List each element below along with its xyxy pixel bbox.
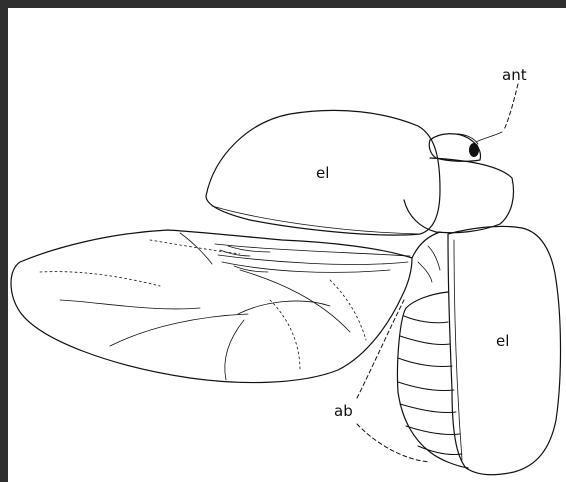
wing-veins <box>40 233 410 380</box>
ab-leader-1 <box>357 300 404 398</box>
label-el-bottom: el <box>496 332 509 350</box>
mesothorax <box>412 232 440 258</box>
thorax <box>404 158 514 233</box>
label-ant: ant <box>502 66 527 84</box>
label-el-top: el <box>316 164 329 182</box>
eye <box>469 143 479 157</box>
antenna <box>476 132 502 142</box>
wing-base <box>220 246 270 272</box>
ant-leader <box>504 84 518 130</box>
elytron-lower <box>448 226 561 474</box>
label-ab: ab <box>334 402 353 420</box>
